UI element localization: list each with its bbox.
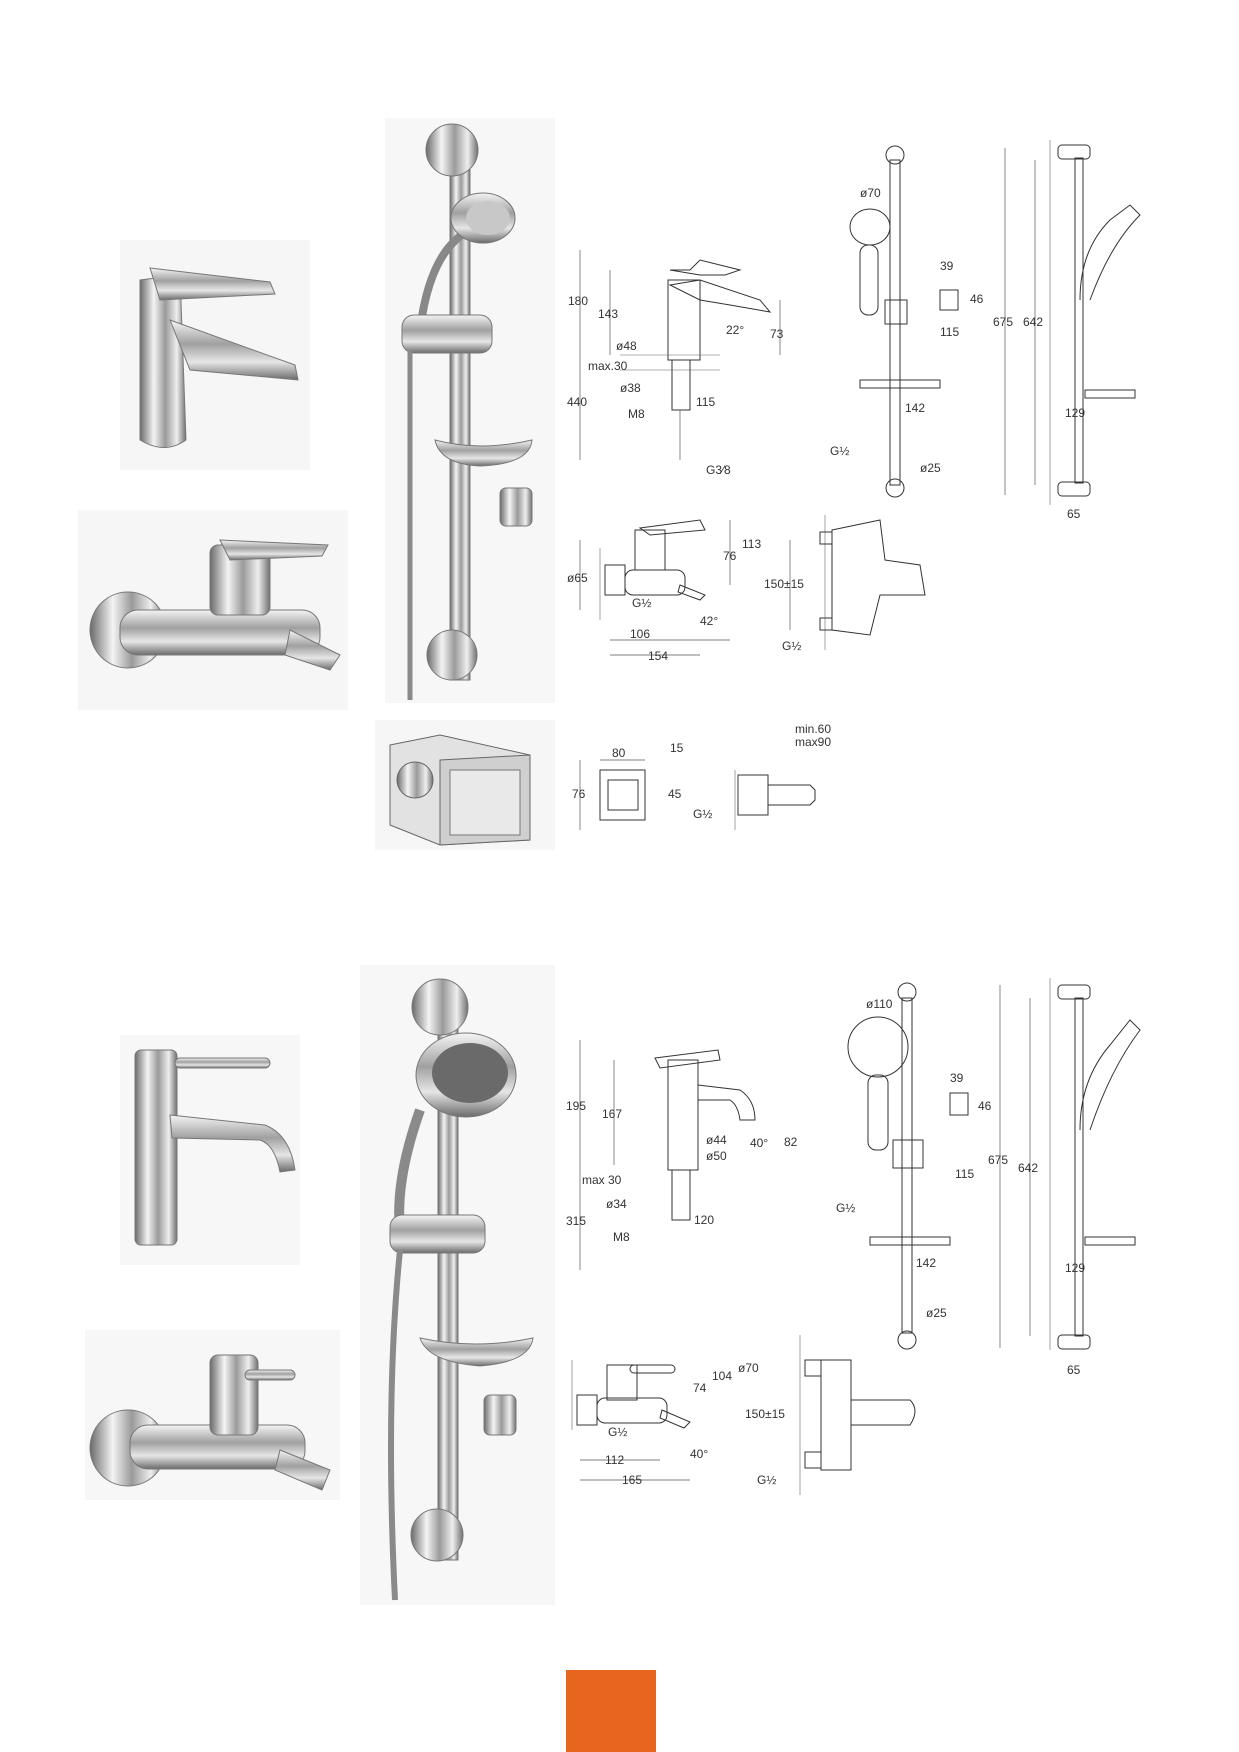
- svg-text:ø25: ø25: [920, 461, 941, 475]
- svg-text:142: 142: [905, 401, 925, 415]
- shower-set-drawing-1-front: ø70 39 46 115 142 G½ ø25: [830, 145, 984, 498]
- svg-text:142: 142: [916, 1256, 936, 1270]
- page-tab: [566, 1670, 656, 1752]
- svg-text:642: 642: [1023, 315, 1043, 329]
- svg-text:max90: max90: [795, 735, 831, 749]
- svg-text:M8: M8: [628, 407, 645, 421]
- svg-text:80: 80: [612, 746, 626, 760]
- svg-text:76: 76: [572, 787, 586, 801]
- svg-text:ø25: ø25: [926, 1306, 947, 1320]
- svg-text:143: 143: [598, 307, 618, 321]
- svg-text:167: 167: [602, 1107, 622, 1121]
- basin-mixer-drawing-2: 195 167 ø44 ø50 40° 82 max 30 ø34 315 12…: [566, 1040, 798, 1270]
- svg-text:ø110: ø110: [866, 997, 893, 1011]
- svg-text:G½: G½: [830, 444, 849, 458]
- svg-text:ø70: ø70: [860, 186, 881, 200]
- svg-text:max.30: max.30: [588, 359, 628, 373]
- svg-text:39: 39: [940, 259, 954, 273]
- svg-text:150±15: 150±15: [745, 1407, 785, 1421]
- shower-set-photo-2: [360, 965, 555, 1605]
- shower-set-photo-1: [385, 118, 555, 703]
- concealed-box-photo: [375, 720, 555, 850]
- bath-mixer-drawing-2: 74 104 G½ 40° 112 165 ø70 150±15 G½: [571, 1335, 916, 1495]
- svg-text:120: 120: [694, 1213, 714, 1227]
- shower-set-drawing-2-side: 675 642 129 65: [988, 978, 1141, 1377]
- svg-text:440: 440: [567, 395, 587, 409]
- svg-text:195: 195: [566, 1099, 586, 1113]
- svg-text:73: 73: [770, 327, 784, 341]
- svg-text:115: 115: [955, 1167, 974, 1181]
- basin-mixer-photo-1: [120, 240, 310, 470]
- shower-set-drawing-1-side: 675 642 129 65: [993, 140, 1141, 521]
- svg-text:129: 129: [1065, 1261, 1085, 1275]
- svg-text:G½: G½: [632, 596, 651, 610]
- svg-text:G½: G½: [782, 639, 801, 653]
- svg-text:ø38: ø38: [620, 381, 641, 395]
- svg-text:74: 74: [693, 1381, 707, 1395]
- basin-mixer-drawing-1: 180 143 22° 73 ø48 max.30 ø38 440 115 M8…: [567, 250, 784, 477]
- svg-text:180: 180: [568, 294, 588, 308]
- svg-text:106: 106: [630, 627, 650, 641]
- svg-text:45: 45: [668, 787, 682, 801]
- concealed-box-drawing: 80 15 76 45 G½ min.60 max90: [572, 722, 831, 830]
- svg-text:M8: M8: [613, 1230, 630, 1244]
- svg-text:G½: G½: [608, 1425, 627, 1439]
- svg-text:G½: G½: [693, 807, 712, 821]
- svg-text:65: 65: [1067, 1363, 1081, 1377]
- svg-text:315: 315: [566, 1214, 586, 1228]
- svg-text:22°: 22°: [726, 323, 744, 337]
- svg-text:40°: 40°: [690, 1447, 708, 1461]
- bath-mixer-drawing-1: ø65 76 113 G½ 42° 106 154 150±15 G½: [567, 515, 926, 663]
- shower-set-drawing-2-front: ø110 39 46 115 G½ 142 ø25: [836, 982, 992, 1350]
- svg-text:675: 675: [993, 315, 1013, 329]
- svg-text:154: 154: [648, 649, 668, 663]
- svg-text:46: 46: [978, 1099, 992, 1113]
- svg-text:642: 642: [1018, 1161, 1038, 1175]
- bath-mixer-photo-2: [85, 1330, 340, 1500]
- svg-text:ø50: ø50: [706, 1149, 727, 1163]
- svg-text:ø48: ø48: [616, 339, 637, 353]
- svg-text:40°: 40°: [750, 1136, 768, 1150]
- svg-text:150±15: 150±15: [764, 577, 804, 591]
- svg-text:104: 104: [712, 1369, 732, 1383]
- svg-text:15: 15: [670, 741, 684, 755]
- svg-text:65: 65: [1067, 507, 1081, 521]
- svg-text:39: 39: [950, 1071, 964, 1085]
- bath-mixer-photo-1: [78, 510, 348, 710]
- svg-text:G½: G½: [836, 1201, 855, 1215]
- svg-text:675: 675: [988, 1153, 1008, 1167]
- svg-text:115: 115: [696, 395, 715, 409]
- svg-text:ø65: ø65: [567, 571, 588, 585]
- svg-text:max 30: max 30: [582, 1173, 622, 1187]
- basin-mixer-photo-2: [120, 1035, 300, 1265]
- svg-text:129: 129: [1065, 406, 1085, 420]
- svg-text:min.60: min.60: [795, 722, 831, 736]
- svg-text:115: 115: [940, 325, 959, 339]
- svg-text:112: 112: [605, 1453, 624, 1467]
- svg-text:ø44: ø44: [706, 1133, 727, 1147]
- svg-text:76: 76: [723, 549, 737, 563]
- svg-text:G½: G½: [757, 1473, 776, 1487]
- svg-text:46: 46: [970, 292, 984, 306]
- svg-text:113: 113: [742, 537, 761, 551]
- svg-text:ø70: ø70: [738, 1361, 759, 1375]
- svg-text:165: 165: [622, 1473, 642, 1487]
- svg-text:42°: 42°: [700, 614, 718, 628]
- svg-text:82: 82: [784, 1135, 798, 1149]
- svg-text:ø34: ø34: [606, 1197, 627, 1211]
- svg-text:G3⁄8: G3⁄8: [706, 463, 731, 477]
